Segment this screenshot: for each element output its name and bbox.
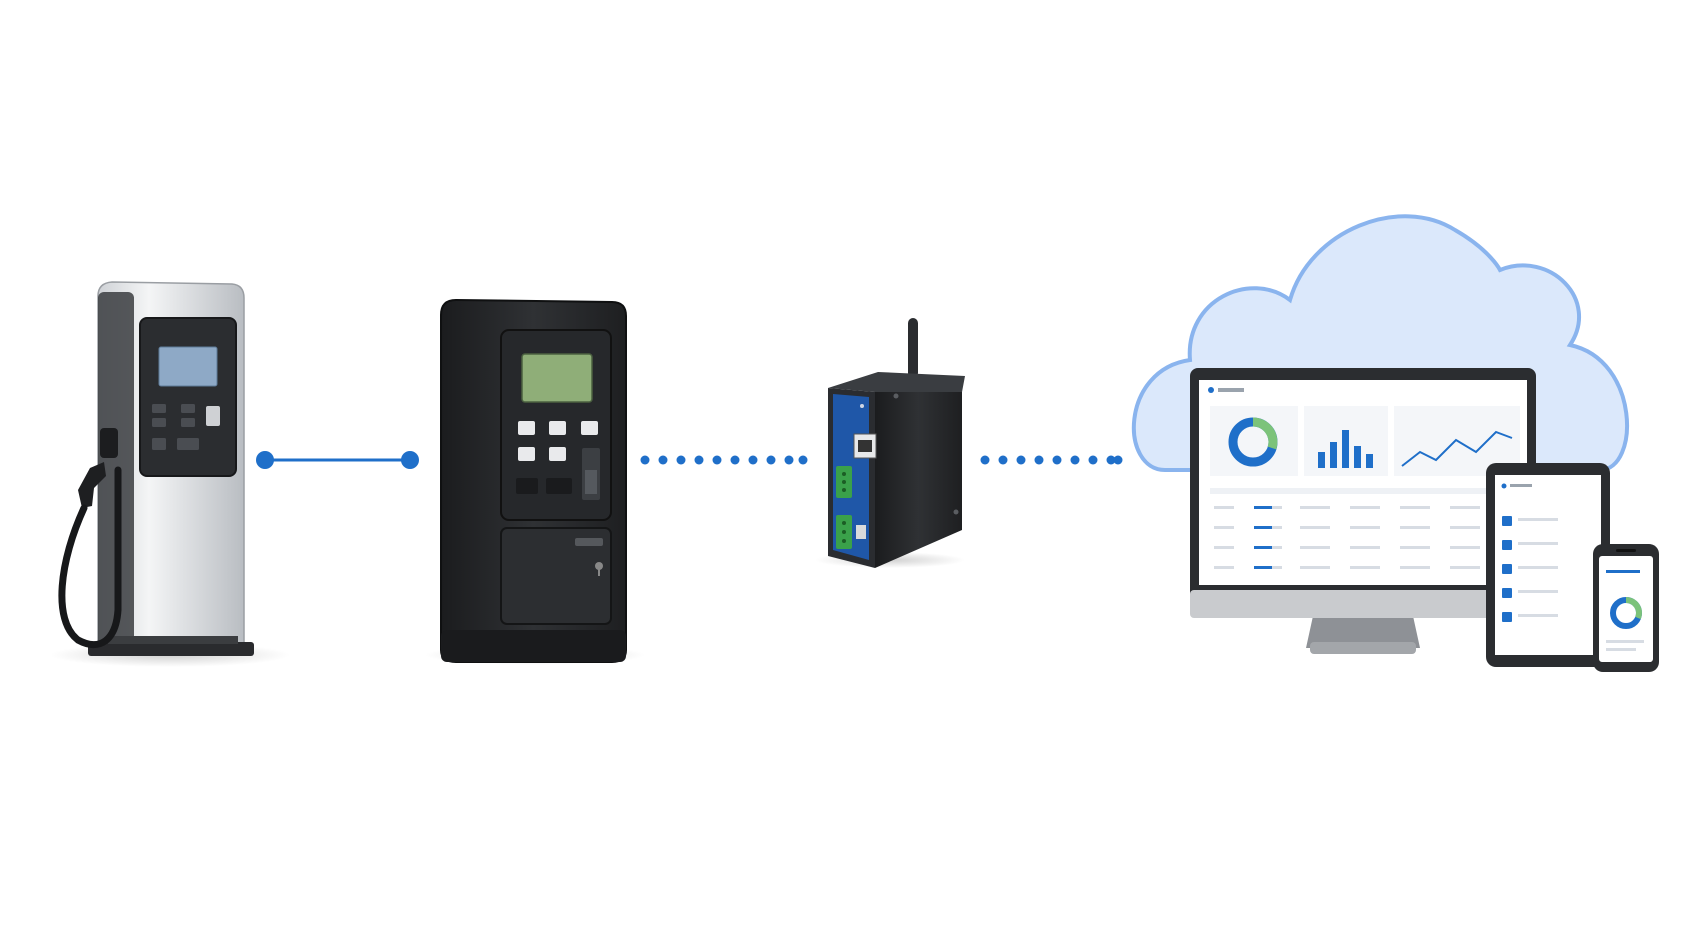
antenna-icon	[908, 318, 918, 378]
iot-gateway-node	[815, 318, 965, 568]
line-chart-icon	[1401, 430, 1513, 467]
fuel-dispenser-node	[50, 281, 290, 667]
payment-terminal-node	[425, 298, 645, 665]
fuel-nozzle-icon	[78, 462, 106, 508]
wired-connection	[256, 451, 419, 469]
fuel-hose	[58, 466, 122, 649]
terminal-keypad	[518, 421, 598, 461]
dispenser-keypad	[152, 404, 199, 450]
terminal-screen	[521, 353, 593, 403]
lock-icon	[595, 562, 603, 570]
tablet	[1486, 463, 1610, 667]
connection-endpoint	[401, 451, 419, 469]
dispenser-screen	[158, 346, 218, 387]
donut-chart-icon	[1228, 417, 1278, 467]
desktop-monitor	[1190, 368, 1536, 654]
connection-endpoint	[256, 451, 274, 469]
wireless-connection-2	[980, 455, 1123, 465]
wireless-connection-1	[640, 455, 808, 465]
cloud-platform-node	[1131, 214, 1659, 672]
smartphone	[1593, 544, 1659, 672]
donut-chart-icon	[1610, 597, 1642, 629]
bar-chart-icon	[1318, 430, 1373, 468]
